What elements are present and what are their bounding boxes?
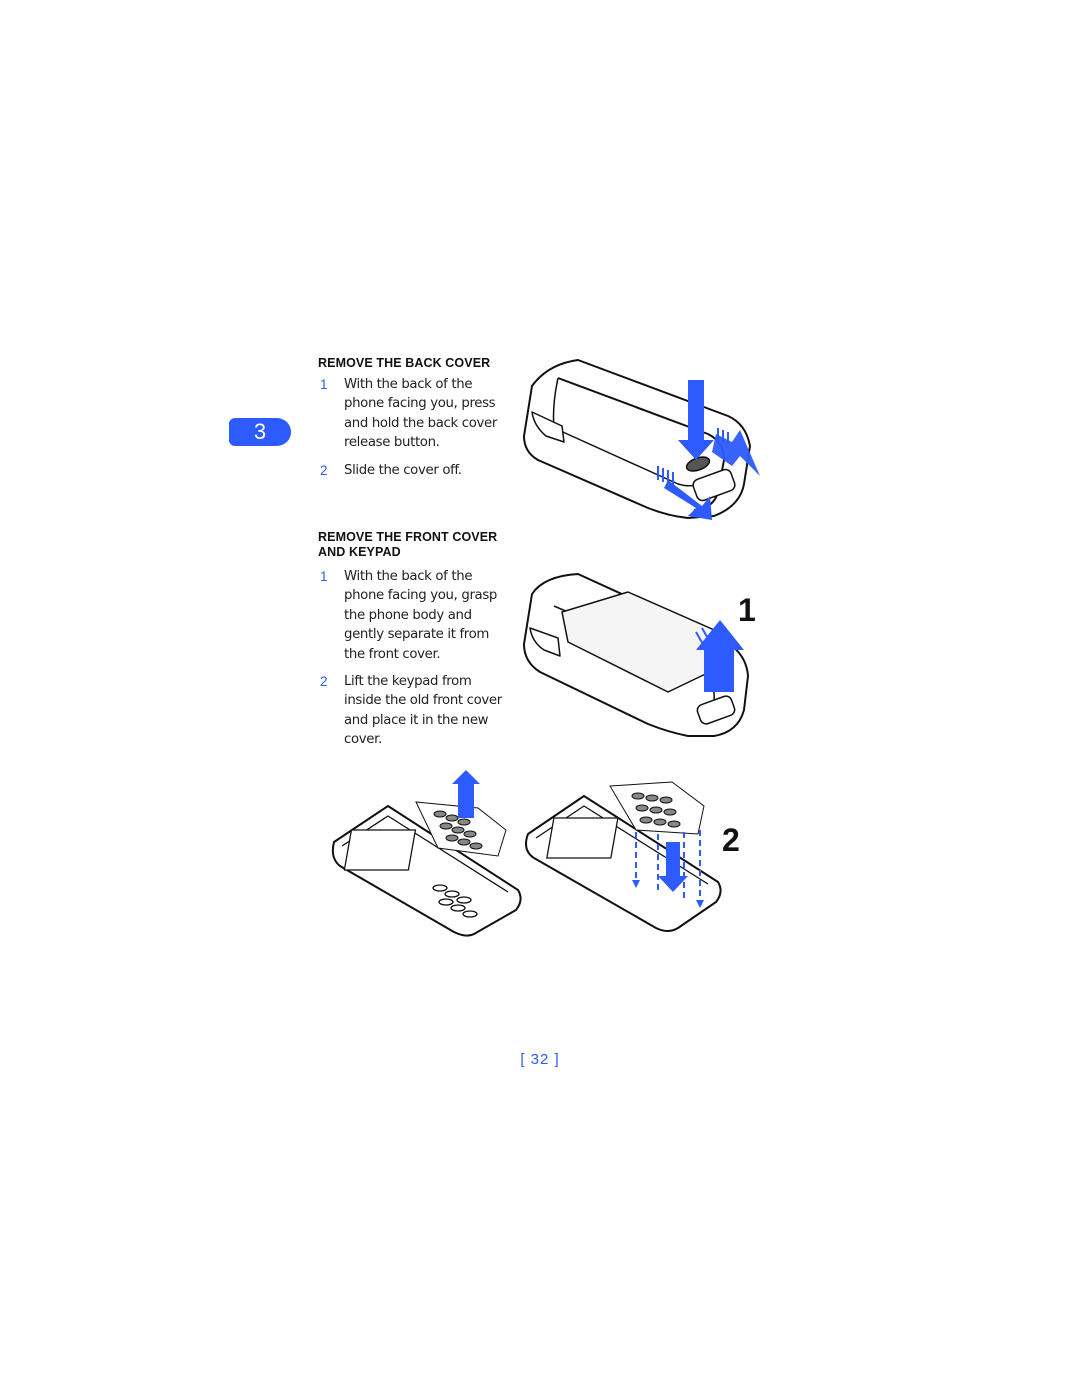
step-text: With the back of the phone facing you, p… xyxy=(344,377,497,451)
step-text: Lift the keypad from inside the old fron… xyxy=(344,674,502,748)
back-cover-section: REMOVE THE BACK COVER 1 With the back of… xyxy=(318,356,508,480)
front-cover-heading: REMOVE THE FRONT COVER AND KEYPAD xyxy=(318,530,498,559)
step-text: With the back of the phone facing you, g… xyxy=(344,569,498,662)
figure-2-label: 2 xyxy=(722,822,740,858)
step-number: 1 xyxy=(320,377,328,392)
step-number: 1 xyxy=(320,569,328,584)
front-cover-section: REMOVE THE FRONT COVER AND KEYPAD 1 With… xyxy=(318,530,508,750)
list-item: 1 With the back of the phone facing you,… xyxy=(318,567,508,664)
back-cover-heading: REMOVE THE BACK COVER xyxy=(318,356,491,370)
chapter-tab: 3 xyxy=(229,418,291,446)
page-number: [ 32 ] xyxy=(520,1051,560,1068)
phone-back-illustration xyxy=(518,356,768,530)
list-item: 1 With the back of the phone facing you,… xyxy=(318,375,508,453)
phone-separate-illustration xyxy=(518,572,758,746)
chapter-number: 3 xyxy=(253,419,267,444)
figure-1-label: 1 xyxy=(738,592,756,628)
keypad-place-illustration xyxy=(518,772,730,941)
step-text: Slide the cover off. xyxy=(344,462,462,478)
keypad-lift-illustration xyxy=(328,770,523,946)
arrow-icon xyxy=(452,770,480,818)
list-item: 2 Lift the keypad from inside the old fr… xyxy=(318,672,508,750)
back-cover-steps: 1 With the back of the phone facing you,… xyxy=(318,375,508,480)
step-number: 2 xyxy=(320,462,328,478)
front-cover-steps: 1 With the back of the phone facing you,… xyxy=(318,567,508,750)
step-number: 2 xyxy=(320,674,328,690)
list-item: 2 Slide the cover off. xyxy=(318,461,508,480)
arrow-icon xyxy=(632,842,704,908)
